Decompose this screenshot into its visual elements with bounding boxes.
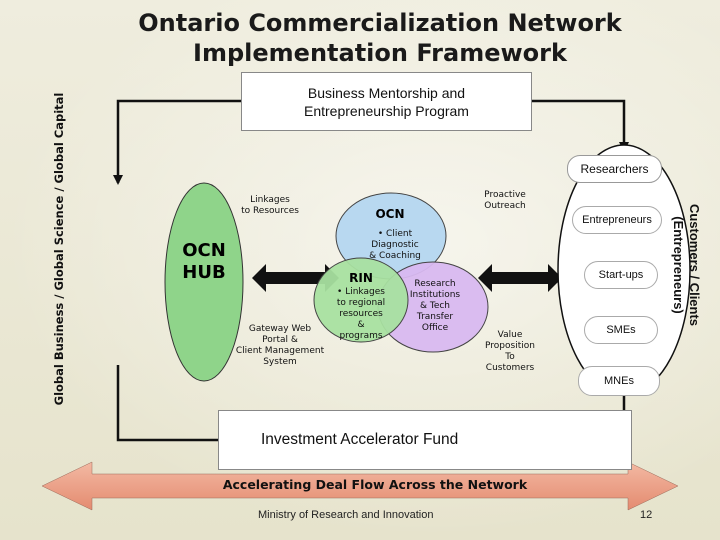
investment-accelerator-fund-label: Investment Accelerator Fund xyxy=(261,431,459,448)
mentorship-line-2: Entrepreneurship Program xyxy=(304,102,469,119)
research-line-5: Office xyxy=(421,323,449,333)
value-line-4: Customers xyxy=(485,363,535,373)
research-line-3: & Tech xyxy=(419,301,451,311)
linkages-line-2: to Resources xyxy=(241,206,299,216)
footer-ministry: Ministry of Research and Innovation xyxy=(258,509,434,521)
loop-line-top-left xyxy=(113,99,241,185)
value-line-1: Value xyxy=(497,330,523,340)
ocn-description: • Client Diagnostic & Coaching xyxy=(360,229,430,262)
entrepreneurs-pill: Entrepreneurs xyxy=(572,206,662,234)
ocn-customers-double-arrow xyxy=(478,264,562,292)
hub-line-1: OCN xyxy=(182,240,226,261)
loop-line-top-right xyxy=(530,99,629,152)
outreach-line-2: Outreach xyxy=(484,201,526,211)
proactive-outreach-label: Proactive Outreach xyxy=(470,190,540,212)
hub-ocn-double-arrow xyxy=(252,264,339,292)
rin-title: RIN xyxy=(349,271,373,285)
customers-clients-line-1: Customers / Clients xyxy=(687,203,702,327)
customers-clients-line-2: (Entrepreneurs) xyxy=(671,216,686,314)
researchers-pill: Researchers xyxy=(567,155,662,183)
deal-flow-arrow xyxy=(41,461,679,511)
page-title: Ontario Commercialization Network Implem… xyxy=(100,8,660,68)
value-proposition-label: Value Proposition To Customers xyxy=(472,330,548,374)
investment-accelerator-fund-box: Investment Accelerator Fund xyxy=(218,410,632,470)
value-line-3: To xyxy=(505,352,515,362)
gateway-line-2: Portal & xyxy=(262,335,298,345)
ocn-hub-ellipse xyxy=(164,182,244,382)
customers-clients-label: Customers / Clients (Entrepreneurs) xyxy=(662,200,702,330)
rin-line-5: programs xyxy=(339,331,383,341)
ocn-title: OCN xyxy=(375,207,405,221)
gateway-line-4: System xyxy=(263,357,297,367)
research-line-2: Institutions xyxy=(409,290,461,300)
mentorship-program-box: Business Mentorship and Entrepreneurship… xyxy=(241,72,532,131)
rin-description: • Linkages to regional resources & progr… xyxy=(326,287,396,342)
rin-line-1: • Linkages xyxy=(337,287,385,297)
loop-line-bottom-left xyxy=(116,365,218,442)
mentorship-line-1: Business Mentorship and xyxy=(307,84,466,101)
gateway-portal-label: Gateway Web Portal & Client Management S… xyxy=(230,324,330,368)
smes-pill: SMEs xyxy=(584,316,658,344)
startups-pill: Start-ups xyxy=(584,261,658,289)
ocn-hub-label: OCN HUB xyxy=(168,240,240,284)
ocn-line-1: • Client xyxy=(377,229,413,239)
rin-circle xyxy=(313,257,409,343)
title-line-2: Implementation Framework xyxy=(193,39,567,67)
deal-flow-label: Accelerating Deal Flow Across the Networ… xyxy=(222,477,528,492)
rin-line-2: to regional xyxy=(336,298,386,308)
value-line-2: Proposition xyxy=(485,341,535,351)
ocn-line-3: & Coaching xyxy=(369,251,421,261)
rin-line-3: resources xyxy=(339,309,383,319)
research-institutions-label: Research Institutions & Tech Transfer Of… xyxy=(400,279,470,334)
global-side-label: Global Business / Global Science / Globa… xyxy=(52,92,66,406)
research-line-1: Research xyxy=(414,279,456,289)
linkages-to-resources-label: Linkages to Resources xyxy=(225,195,315,217)
gateway-line-1: Gateway Web xyxy=(248,324,312,334)
linkages-line-1: Linkages xyxy=(250,195,290,205)
gateway-line-3: Client Management xyxy=(235,346,325,356)
page-number: 12 xyxy=(640,509,653,521)
outreach-line-1: Proactive xyxy=(484,190,526,200)
rin-line-4: & xyxy=(357,320,365,330)
ocn-line-2: Diagnostic xyxy=(371,240,419,250)
research-line-4: Transfer xyxy=(416,312,454,322)
hub-line-2: HUB xyxy=(182,262,226,283)
title-line-1: Ontario Commercialization Network xyxy=(138,9,622,37)
mnes-pill: MNEs xyxy=(578,366,660,396)
